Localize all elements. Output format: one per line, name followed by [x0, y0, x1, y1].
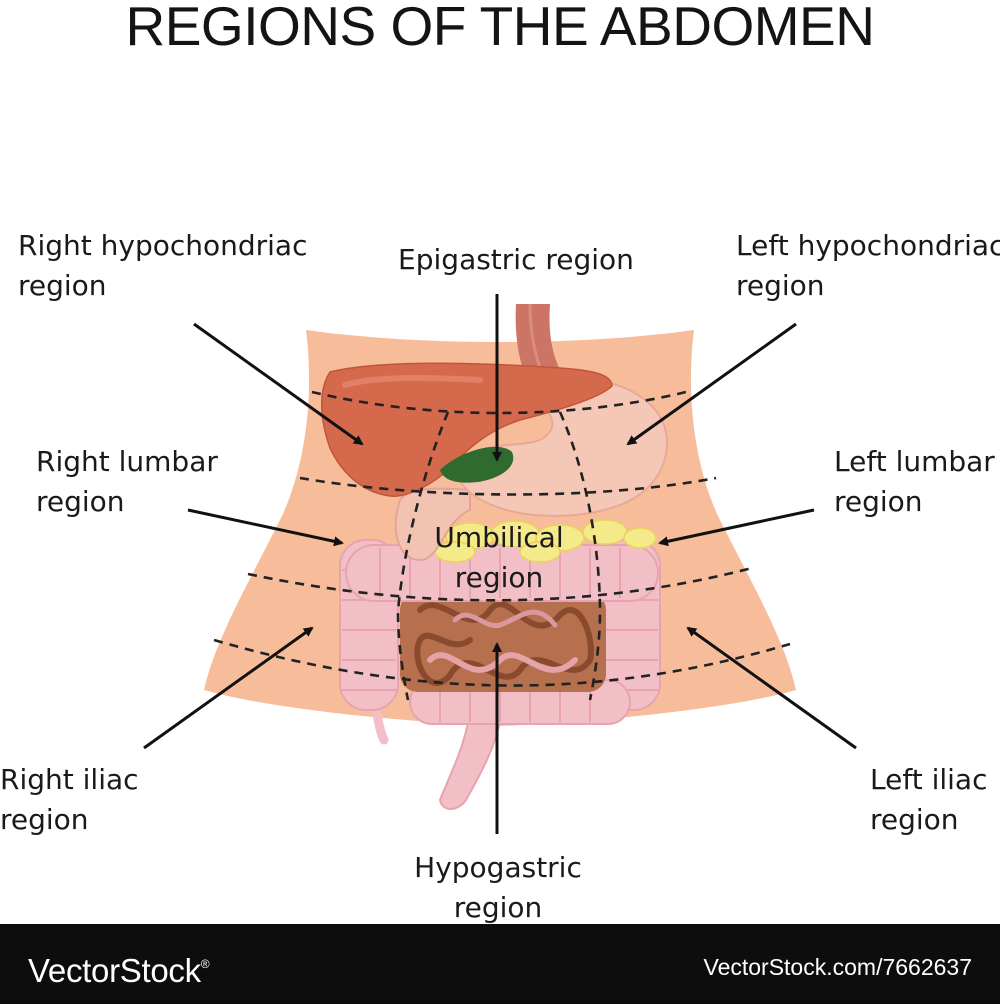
- footer-bar: [0, 924, 1000, 1004]
- label-left-hypochondriac: Left hypochondriac region: [736, 229, 1000, 302]
- liver: [321, 362, 613, 497]
- region-grid-lines: [213, 390, 791, 701]
- arrow-right-lumbar: [187, 508, 344, 547]
- arrow-right-hypochondriac: [193, 322, 364, 446]
- label-umbilical: Umbilical region: [434, 521, 564, 594]
- pointer-arrows: [143, 294, 857, 834]
- stomach: [457, 376, 668, 517]
- arrow-left-iliac: [686, 626, 857, 750]
- arrow-right-iliac: [143, 626, 314, 750]
- abdomen-illustration: [143, 294, 857, 834]
- label-hypogastric: Hypogastric region: [414, 851, 582, 924]
- arrow-left-hypochondriac: [626, 322, 797, 446]
- rectum: [438, 705, 504, 810]
- registered-mark: ®: [200, 957, 210, 971]
- label-epigastric: Epigastric region: [398, 243, 634, 276]
- footer-url: VectorStock.com/7662637: [703, 954, 973, 980]
- label-right-lumbar: Right lumbar region: [36, 445, 218, 518]
- footer-logo-text: VectorStock: [28, 952, 201, 989]
- footer-logo: VectorStock®: [28, 944, 210, 991]
- label-left-lumbar: Left lumbar region: [834, 445, 995, 518]
- duodenum: [394, 487, 471, 562]
- label-right-hypochondriac: Right hypochondriac region: [18, 229, 308, 302]
- arrow-left-lumbar: [658, 508, 815, 547]
- diagram-title: REGIONS OF THE ABDOMEN: [125, 0, 875, 57]
- label-left-iliac: Left iliac region: [870, 763, 988, 836]
- small-intestine: [400, 592, 606, 692]
- label-right-iliac: Right iliac region: [0, 763, 139, 836]
